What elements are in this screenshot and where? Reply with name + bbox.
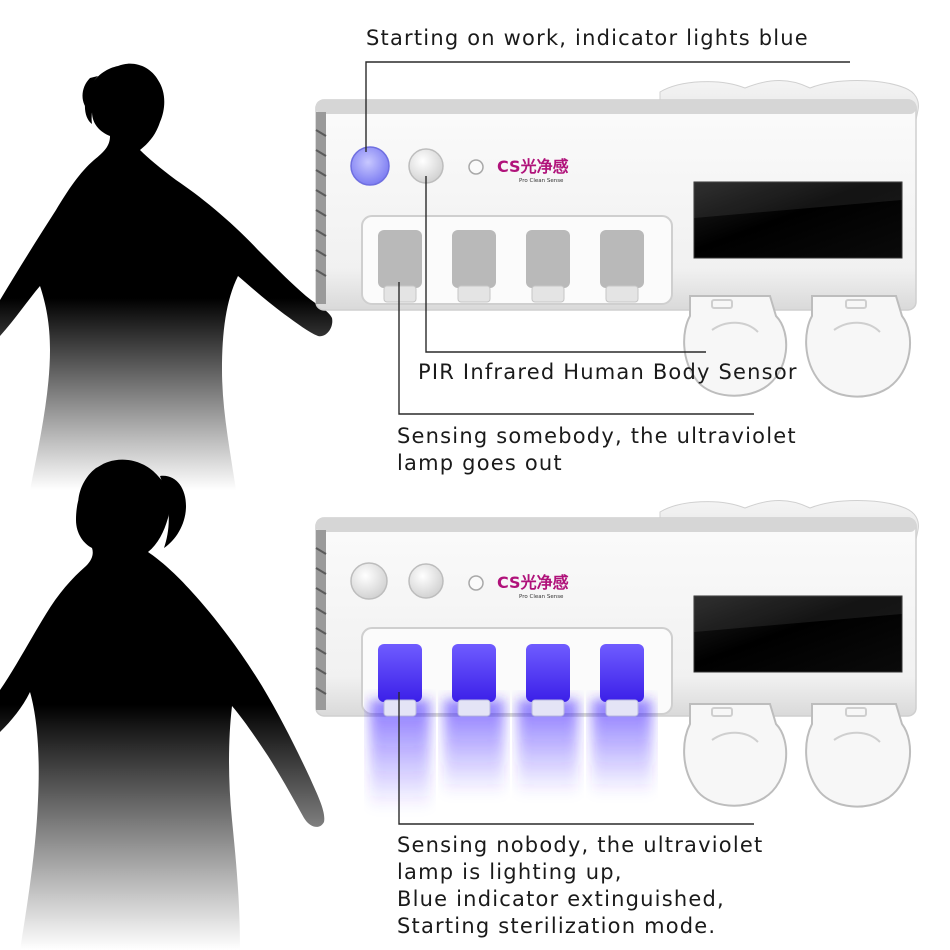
power-led <box>468 575 484 591</box>
brand-logo: CS光净感 Pro Clean Sense <box>497 157 569 184</box>
caption-sensing-nobody: Sensing nobody, the ultraviolet lamp is … <box>397 832 763 940</box>
caption-line: lamp is lighting up, <box>397 860 623 884</box>
tube-clip <box>531 285 565 303</box>
callout-line-pir <box>425 176 706 353</box>
side-vent <box>316 530 326 710</box>
tube-clip <box>605 285 639 303</box>
caption-line: Sensing nobody, the ultraviolet <box>397 833 764 857</box>
brand-logo-subtext: Pro Clean Sense <box>519 594 564 600</box>
callout-line-uv-on <box>398 692 754 825</box>
indicator-light <box>350 146 390 186</box>
callout-lines <box>365 61 850 825</box>
side-vent-slats <box>315 129 327 277</box>
device-top-edge <box>316 518 916 532</box>
toothpaste-squeezers <box>683 703 912 808</box>
uv-lamp <box>452 644 496 702</box>
side-vent-slats <box>315 547 327 695</box>
tube-clip <box>457 699 491 717</box>
solar-panel-reflection <box>694 182 902 218</box>
tube-slot <box>526 230 570 288</box>
brand-logo-text: CS光净感 <box>497 573 569 592</box>
tube-slot <box>378 230 422 288</box>
device-top-edge <box>316 100 916 114</box>
caption-sensing-somebody: Sensing somebody, the ultraviolet lamp g… <box>397 423 797 477</box>
tube-clip <box>383 285 417 303</box>
pir-sensor <box>408 563 444 599</box>
tube-clip <box>605 699 639 717</box>
toothpaste-squeezers <box>683 295 912 398</box>
solar-panel-reflection <box>694 596 902 632</box>
device-uv-on: CS光净感 Pro Clean Sense <box>315 500 919 810</box>
caption-indicator-on: Starting on work, indicator lights blue <box>366 26 809 50</box>
solar-panel <box>693 595 903 673</box>
brand-logo-text: CS光净感 <box>497 157 569 176</box>
ponytail-shape-top <box>82 76 98 112</box>
uv-lamp <box>526 644 570 702</box>
toothpaste-squeezer <box>805 295 912 398</box>
solar-panel <box>693 181 903 259</box>
squeezer-details <box>711 707 881 743</box>
device-uv-off: CS光净感 Pro Clean Sense <box>315 80 919 398</box>
toothpaste-squeezer <box>805 703 912 808</box>
tube-slot <box>452 230 496 288</box>
caption-line: Sensing somebody, the ultraviolet <box>397 424 797 448</box>
brand-logo: CS光净感 Pro Clean Sense <box>497 573 569 600</box>
brand-logo-subtext: Pro Clean Sense <box>519 178 564 184</box>
tube-compartment <box>361 215 673 305</box>
tube-clip <box>457 285 491 303</box>
uv-lamp <box>378 644 422 702</box>
tube-slots <box>378 230 644 303</box>
tube-compartment <box>361 627 673 715</box>
ponytail-shape <box>160 475 186 548</box>
callout-line-indicator <box>365 61 850 152</box>
tube-clip <box>383 699 417 717</box>
uv-lamps <box>378 644 644 717</box>
tube-clip <box>531 699 565 717</box>
toothpaste-squeezer <box>683 703 788 807</box>
squeezer-details <box>711 299 881 333</box>
caption-pir-sensor: PIR Infrared Human Body Sensor <box>418 360 798 384</box>
caption-line: Blue indicator extinguished, <box>397 887 725 911</box>
caption-line: Starting sterilization mode. <box>397 914 717 938</box>
side-vent <box>316 112 326 304</box>
standing-person-silhouette <box>0 459 325 950</box>
uv-lamp <box>600 644 644 702</box>
power-led <box>468 159 484 175</box>
callout-line-uv-off <box>398 282 754 415</box>
walking-person-silhouette <box>0 63 333 491</box>
tube-slot <box>600 230 644 288</box>
toothpaste-squeezer <box>683 295 788 397</box>
indicator-light <box>350 562 388 600</box>
caption-line: lamp goes out <box>397 451 563 475</box>
